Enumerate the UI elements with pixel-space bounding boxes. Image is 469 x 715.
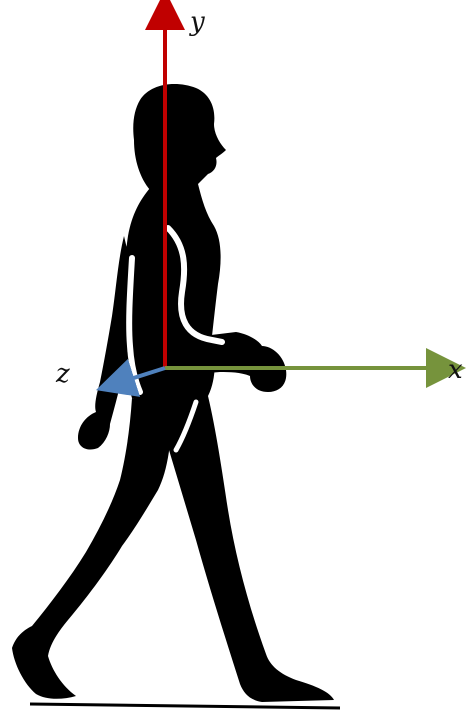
head [133, 84, 226, 192]
x-axis-label: x [448, 355, 463, 385]
y-axis-label: y [189, 7, 205, 37]
z-axis-label: z [55, 359, 70, 389]
walking-person-silhouette [12, 84, 334, 702]
ground-line [30, 704, 340, 708]
front-leg [160, 396, 334, 702]
back-arm [78, 236, 132, 450]
